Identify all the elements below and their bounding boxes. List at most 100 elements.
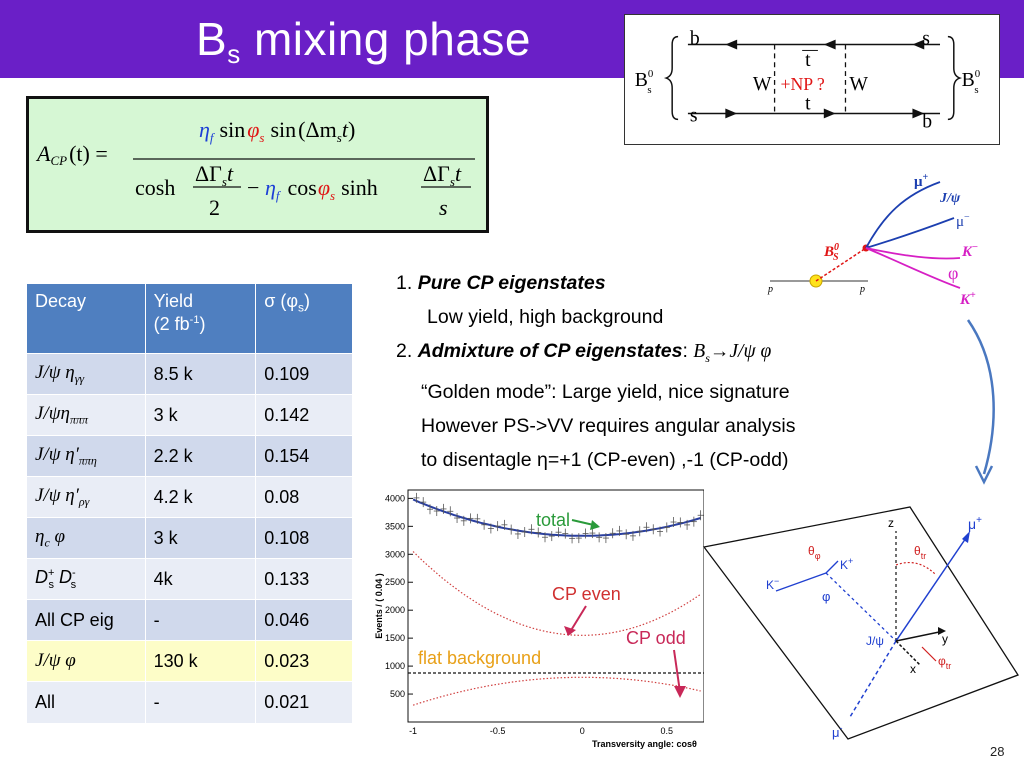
- table-row: ηc φ 3 k 0.108: [26, 517, 353, 559]
- plot-total-point-26: [589, 528, 596, 539]
- header-sigma: σ (φs): [255, 283, 353, 354]
- quark-b-top: b: [690, 28, 700, 50]
- axis-z: z: [888, 516, 894, 530]
- plot-total-point-8: [467, 513, 474, 524]
- sigma-cell: 0.108: [255, 517, 353, 559]
- plot-total-point-13: [501, 519, 508, 530]
- sigma-cell: 0.08: [255, 476, 353, 518]
- new-physics-label: +NP ?: [780, 74, 824, 94]
- yield-cell: -: [144, 599, 257, 641]
- event-jpsi: J/ψ: [939, 191, 961, 206]
- formula-minus: −: [247, 175, 259, 200]
- yield-cell: 4k: [144, 558, 257, 600]
- formula-lhs: ACP(t) =: [35, 141, 108, 168]
- plot-total-point-37: [663, 522, 670, 533]
- formula-denominator-cosh: cosh: [135, 175, 175, 200]
- yield-cell: -: [144, 681, 257, 724]
- plot-total-point-42: [697, 510, 704, 521]
- plot-total-point-6: [454, 513, 461, 524]
- event-mu-minus: μ−: [956, 212, 970, 230]
- plot-total-point-23: [569, 533, 576, 544]
- plot-total-point-29: [609, 528, 616, 539]
- quark-t-top: t: [805, 49, 811, 71]
- yield-cell: 2.2 k: [144, 435, 257, 477]
- event-phi: φ: [948, 263, 958, 283]
- axis-y: y: [942, 632, 948, 646]
- plot-total-point-16: [521, 527, 528, 538]
- item-1-desc: Low yield, high background: [427, 306, 664, 328]
- plot-ytick-6: 1000: [385, 661, 405, 671]
- plot-total-point-32: [629, 530, 636, 541]
- plot-total-point-21: [555, 527, 562, 538]
- phi-meson-label: φ: [822, 589, 830, 604]
- label-flat-background: flat background: [418, 648, 541, 668]
- flow-arrow: [966, 319, 995, 485]
- decay-cell: D+s D-s: [26, 558, 146, 600]
- mu-plus-label: μ+: [968, 515, 982, 532]
- plot-xtick-3: 0.5: [661, 726, 674, 736]
- formula-s-denominator: s: [439, 195, 448, 220]
- plot-xtick-1: -0.5: [490, 726, 506, 736]
- event-k-plus: K+: [959, 290, 976, 308]
- sigma-cell: 0.154: [255, 435, 353, 477]
- plot-total-point-36: [657, 526, 664, 537]
- mu-minus-label: μ-: [832, 723, 843, 740]
- plot-total-point-19: [542, 532, 549, 543]
- plot-ytick-3: 2500: [385, 577, 405, 587]
- quark-b-bottom: b: [922, 110, 932, 132]
- plot-total-point-34: [643, 522, 650, 533]
- plot-ytick-5: 1500: [385, 633, 405, 643]
- plot-total-point-1: [420, 497, 427, 508]
- label-total: total: [536, 510, 570, 530]
- quark-s-bottom: s: [690, 104, 698, 126]
- plot-xtick-2: 0: [580, 726, 585, 736]
- event-mu-plus: μ+: [914, 172, 929, 190]
- sigma-cell: 0.109: [255, 353, 353, 395]
- event-p-right: p: [859, 284, 865, 295]
- decay-cell: J/ψ η′ππη: [26, 435, 146, 477]
- decay-table: Decay Yield(2 fb-1) σ (φs) J/ψ ηγγ 8.5 k…: [26, 283, 353, 724]
- decay-cell: All: [26, 681, 146, 724]
- plot-total-point-3: [433, 506, 440, 517]
- plot-total-point-25: [582, 528, 589, 539]
- header-yield: Yield(2 fb-1): [144, 283, 257, 354]
- formula-dg-2: ΔΓst: [423, 161, 462, 189]
- sigma-cell: 0.021: [255, 681, 353, 724]
- plot-total-point-10: [481, 519, 488, 530]
- phi-tr-label: φtr: [938, 654, 951, 671]
- plot-ytick-4: 2000: [385, 605, 405, 615]
- formula-two: 2: [209, 195, 220, 220]
- event-p-left: p: [767, 284, 773, 295]
- plot-ylabel: Events / ( 0.04 ): [374, 573, 384, 639]
- sigma-cell: 0.133: [255, 558, 353, 600]
- plot-ytick-7: 500: [390, 689, 405, 699]
- label-cp-even: CP even: [552, 584, 621, 604]
- plot-ytick-1: 3500: [385, 521, 405, 531]
- theta-tr-label: θtr: [914, 544, 926, 561]
- plot-total-point-15: [514, 528, 521, 539]
- plot-total-point-27: [596, 532, 603, 543]
- table-row: All CP eig - 0.046: [26, 599, 353, 641]
- formula-dg-1: ΔΓst: [195, 161, 234, 189]
- yield-cell: 3 k: [144, 517, 257, 559]
- plot-total-point-28: [602, 533, 609, 544]
- plot-total-point-30: [616, 525, 623, 536]
- plot-total-point-33: [636, 526, 643, 537]
- plot-xlabel: Transversity angle: cosθ: [592, 739, 697, 749]
- plot-total-point-14: [508, 524, 515, 535]
- plot-total-point-22: [562, 528, 569, 539]
- w-boson-right: W: [849, 73, 868, 95]
- item-2: 2. Admixture of CP eigenstates: Bs→J/ψ φ: [396, 340, 772, 365]
- sigma-cell: 0.142: [255, 394, 353, 436]
- plot-total-point-39: [677, 517, 684, 528]
- decay-cell: J/ψηπππ: [26, 394, 146, 436]
- slide-title: Bs mixing phase: [196, 13, 532, 69]
- table-row: D+s D-s 4k 0.133: [26, 558, 353, 600]
- quark-s-top: s: [922, 28, 930, 50]
- plot-total-point-31: [623, 529, 630, 540]
